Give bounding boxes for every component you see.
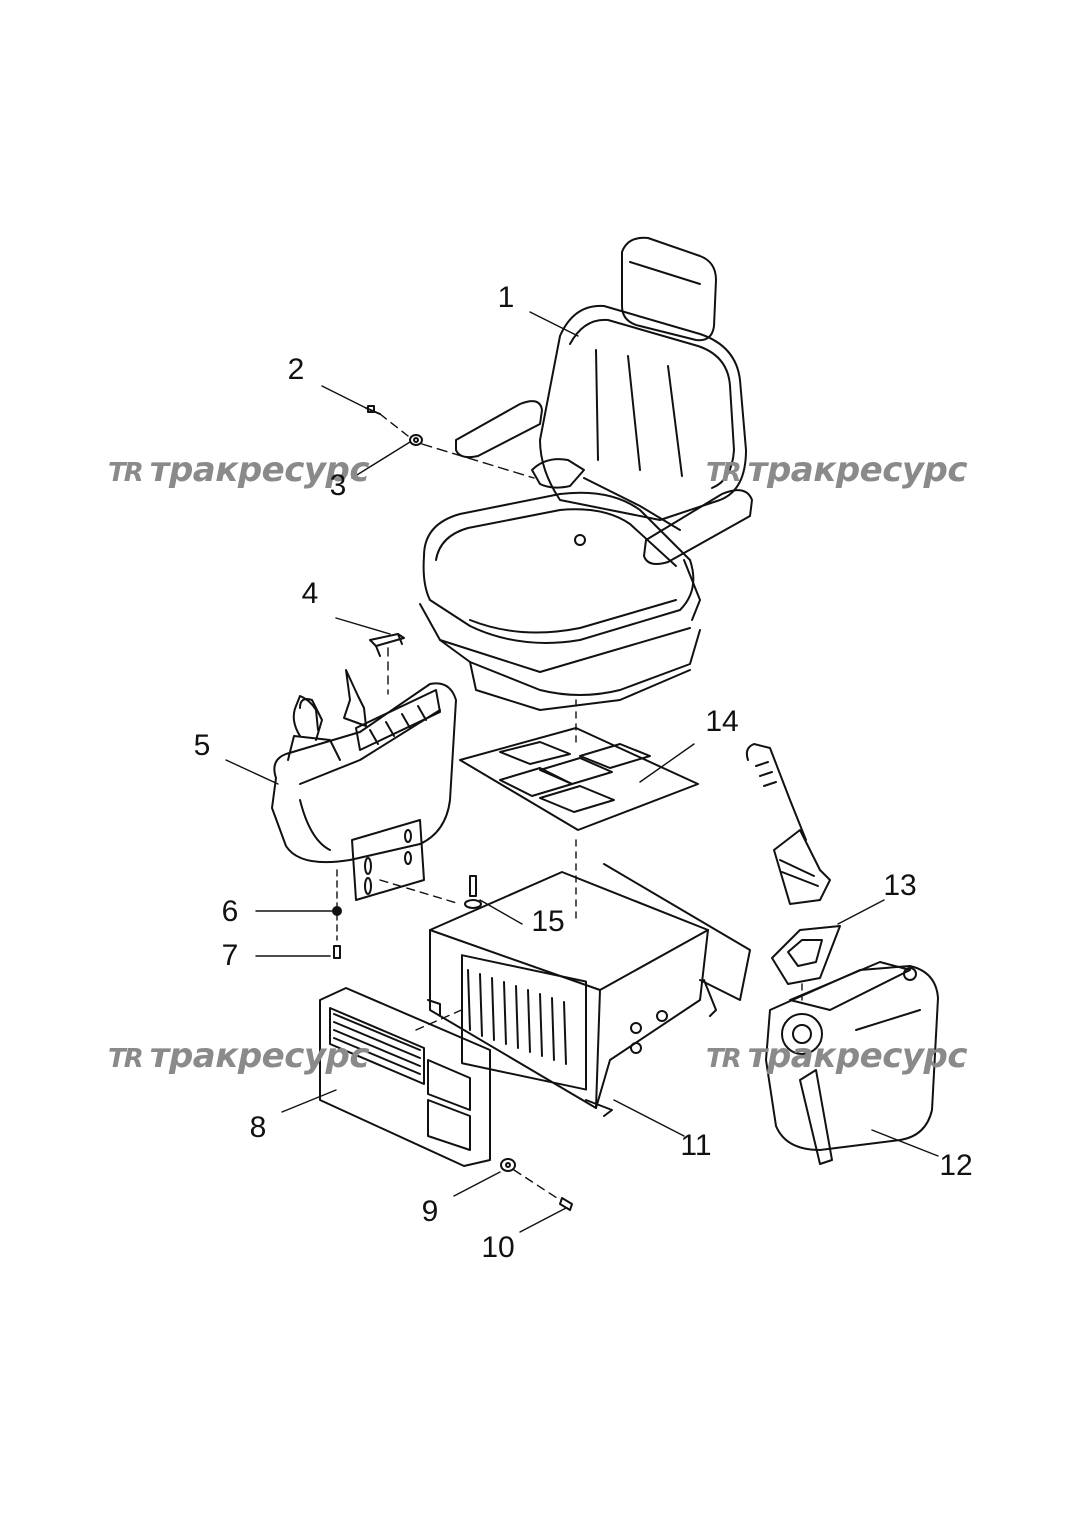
clip-part	[369, 633, 405, 657]
watermark-text: тракресурс	[149, 1036, 370, 1076]
watermark-logo: TR	[706, 458, 742, 488]
watermark-text: тракресурс	[747, 450, 968, 490]
mounting-plate	[459, 727, 699, 831]
left-console	[271, 669, 457, 901]
control-box	[427, 863, 751, 1117]
watermark-logo: TR	[108, 458, 144, 488]
leader-lines	[225, 311, 939, 1233]
callout-4: 4	[301, 577, 319, 610]
callout-11: 11	[680, 1129, 712, 1162]
callout-5: 5	[193, 729, 211, 762]
callout-14: 14	[705, 705, 739, 738]
seat-assembly	[419, 236, 753, 711]
callout-6: 6	[221, 895, 239, 928]
callout-15: 15	[531, 905, 565, 938]
console-screw	[333, 945, 341, 959]
callout-10: 10	[481, 1231, 515, 1264]
seat-washer	[409, 434, 423, 446]
callout-8: 8	[249, 1111, 267, 1144]
grille-cover	[319, 987, 491, 1167]
cover-washer	[500, 1158, 516, 1172]
callout-2: 2	[287, 353, 305, 386]
box-bolt	[464, 875, 482, 909]
callout-12: 12	[939, 1149, 973, 1182]
callout-9: 9	[421, 1195, 439, 1228]
watermark-logo: TR	[108, 1044, 144, 1074]
watermark-logo: TR	[706, 1044, 742, 1074]
watermark-text: тракресурс	[747, 1036, 968, 1076]
joystick-boot	[771, 925, 841, 985]
watermark-text: тракресурс	[149, 450, 370, 490]
cover-screw	[559, 1197, 573, 1211]
right-console	[745, 743, 939, 1165]
seat-bolt	[365, 405, 381, 415]
callout-3: 3	[329, 469, 347, 502]
callout-1: 1	[497, 281, 515, 314]
callout-7: 7	[221, 939, 239, 972]
callout-13: 13	[883, 869, 917, 902]
